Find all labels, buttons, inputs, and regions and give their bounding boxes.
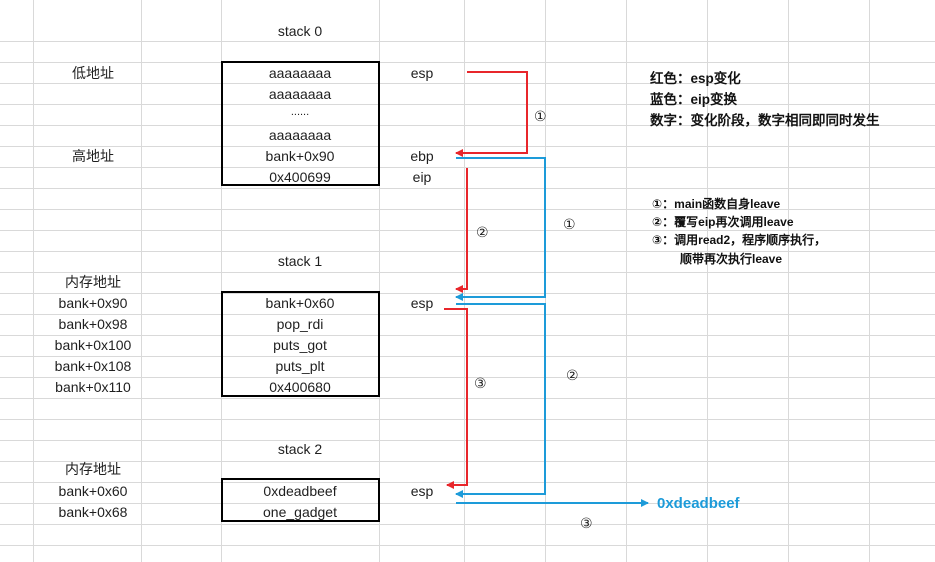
legend-red: 红色：esp变化 xyxy=(650,71,741,86)
stack0-cell-ellipsis: ...... xyxy=(290,106,310,118)
step-desc-3: ③：调用read2，程序顺序执行， xyxy=(652,233,827,247)
stack1-address: bank+0x110 xyxy=(55,379,131,395)
step-marker-1: ① xyxy=(534,108,547,124)
blue-arrow-eip-to-stack1 xyxy=(455,157,546,301)
step-marker-3: ③ xyxy=(474,375,487,391)
stack0-cell-saved-ebp: bank+0x90 xyxy=(265,148,335,164)
stack2-cell: one_gadget xyxy=(263,504,337,520)
low-address-label: 低地址 xyxy=(72,65,114,81)
stack0-esp-label: esp xyxy=(410,65,434,81)
stack0-ebp-label: ebp xyxy=(410,148,434,164)
stack1-address: bank+0x98 xyxy=(58,316,128,332)
stack0-cell-return-addr: 0x400699 xyxy=(269,169,331,185)
legend-number: 数字：变化阶段，数字相同即同时发生 xyxy=(650,113,880,128)
stack0-cell: aaaaaaaa xyxy=(268,127,332,143)
stack1-esp-label: esp xyxy=(410,295,434,311)
stack1-cell: puts_plt xyxy=(275,358,325,374)
step-marker-2: ② xyxy=(476,224,489,240)
red-arrow-stack1-to-stack2-esp xyxy=(444,308,468,489)
step-desc-1: ①：main函数自身leave xyxy=(652,197,781,211)
stack1-cell: bank+0x60 xyxy=(265,295,335,311)
memory-address-label-1: 内存地址 xyxy=(65,274,121,290)
red-arrow-ebp-to-stack1-esp xyxy=(455,168,468,293)
stack0-title: stack 0 xyxy=(277,23,323,39)
high-address-label: 高地址 xyxy=(72,148,114,164)
stack1-cell: puts_got xyxy=(273,337,327,353)
stack2-esp-label: esp xyxy=(410,483,434,499)
stack1-title: stack 1 xyxy=(277,253,323,269)
stack1-frame xyxy=(221,291,380,397)
stack0-cell: aaaaaaaa xyxy=(268,86,332,102)
target-deadbeef-label: 0xdeadbeef xyxy=(657,495,740,512)
memory-address-label-2: 内存地址 xyxy=(65,461,121,477)
stack1-cell: pop_rdi xyxy=(276,316,324,332)
stack1-cell: 0x400680 xyxy=(269,379,331,395)
red-arrow-esp-to-ebp xyxy=(455,71,528,157)
stack2-cell: 0xdeadbeef xyxy=(263,483,337,499)
step-marker-3: ③ xyxy=(580,515,593,531)
step-marker-1: ① xyxy=(563,216,576,232)
stack1-address: bank+0x108 xyxy=(54,358,132,374)
stack2-title: stack 2 xyxy=(277,441,323,457)
stack2-frame xyxy=(221,478,380,522)
step-desc-2: ②：覆写eip再次调用leave xyxy=(652,215,794,229)
stack0-cell: aaaaaaaa xyxy=(268,65,332,81)
blue-arrow-stack1-to-stack2 xyxy=(455,303,546,498)
stack2-address: bank+0x68 xyxy=(58,504,128,520)
stack0-frame xyxy=(221,61,380,186)
stack1-address: bank+0x90 xyxy=(58,295,128,311)
legend-blue: 蓝色：eip变换 xyxy=(650,92,738,107)
stack0-eip-label: eip xyxy=(412,169,432,185)
stack2-address: bank+0x60 xyxy=(58,483,128,499)
step-marker-2: ② xyxy=(566,367,579,383)
stack1-address: bank+0x100 xyxy=(54,337,132,353)
step-desc-3-cont: 顺带再次执行leave xyxy=(680,252,783,266)
